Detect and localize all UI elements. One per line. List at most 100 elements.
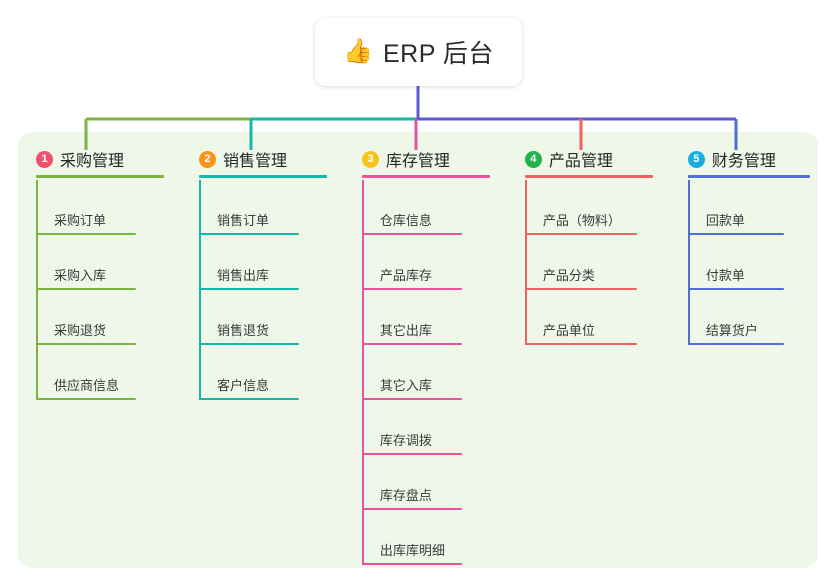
menu-item-label: 供应商信息: [54, 378, 120, 393]
column-title: 采购管理: [60, 153, 125, 170]
menu-item-rule: [524, 288, 637, 290]
column-1: 1 采购管理采购订单采购入库采购退货供应商信息: [18, 132, 181, 568]
menu-item-rule: [361, 508, 462, 510]
column-title: 库存管理: [385, 153, 450, 170]
menu-item[interactable]: 出库库明细: [361, 510, 507, 565]
menu-item-label: 产品库存: [379, 268, 432, 283]
menu-item-rule: [361, 398, 462, 400]
menu-item-label: 库存盘点: [379, 488, 432, 503]
column-items-2: 销售订单销售出库销售退货客户信息: [198, 180, 344, 400]
menu-item[interactable]: 其它出库: [361, 290, 507, 345]
column-title: 财务管理: [711, 153, 776, 170]
menu-item-label: 付款单: [705, 268, 745, 283]
menu-item-rule: [524, 343, 637, 345]
menu-item[interactable]: 产品（物料）: [524, 180, 670, 235]
menu-item-rule: [687, 288, 784, 290]
menu-item[interactable]: 仓库信息: [361, 180, 507, 235]
column-3: 3 库存管理仓库信息产品库存其它出库其它入库库存调拨库存盘点出库库明细: [344, 132, 507, 568]
column-number-badge: 3: [361, 150, 379, 168]
menu-item[interactable]: 产品分类: [524, 235, 670, 290]
menu-item-label: 销售退货: [216, 323, 269, 338]
menu-item[interactable]: 结算货户: [687, 290, 818, 345]
column-spine: [687, 180, 690, 345]
menu-item[interactable]: 付款单: [687, 235, 818, 290]
column-header-3[interactable]: 3 库存管理: [361, 132, 507, 178]
menu-item[interactable]: 采购退货: [36, 290, 181, 345]
column-title: 产品管理: [548, 153, 613, 170]
column-header-rule: [198, 175, 327, 178]
menu-item-label: 采购入库: [54, 268, 107, 283]
column-title: 销售管理: [222, 153, 287, 170]
diagram-panel: [18, 132, 818, 568]
menu-item[interactable]: 客户信息: [198, 345, 344, 400]
menu-item-label: 仓库信息: [379, 213, 432, 228]
menu-item-rule: [361, 453, 462, 455]
menu-item[interactable]: 其它入库: [361, 345, 507, 400]
menu-item-label: 销售订单: [216, 213, 269, 228]
menu-item[interactable]: 采购入库: [36, 235, 181, 290]
menu-item[interactable]: 采购订单: [36, 180, 181, 235]
column-spine: [524, 180, 527, 345]
menu-item[interactable]: 产品库存: [361, 235, 507, 290]
menu-item-rule: [361, 233, 462, 235]
column-header-4[interactable]: 4 产品管理: [524, 132, 670, 178]
menu-item[interactable]: 产品单位: [524, 290, 670, 345]
menu-item-label: 回款单: [705, 213, 745, 228]
columns-container: 1 采购管理采购订单采购入库采购退货供应商信息 2 销售管理销售订单销售出库销售退货客…: [18, 132, 818, 568]
menu-item[interactable]: 销售退货: [198, 290, 344, 345]
menu-item-rule: [198, 343, 299, 345]
menu-item-rule: [36, 288, 136, 290]
column-header-2[interactable]: 2 销售管理: [198, 132, 344, 178]
menu-item[interactable]: 销售订单: [198, 180, 344, 235]
column-number-badge: 4: [524, 150, 542, 168]
column-spine: [361, 180, 364, 565]
column-header-rule: [524, 175, 653, 178]
menu-item-label: 其它出库: [379, 323, 432, 338]
column-number-badge: 2: [198, 150, 216, 168]
menu-item[interactable]: 供应商信息: [36, 345, 181, 400]
menu-item-label: 产品单位: [542, 323, 595, 338]
menu-item-label: 采购退货: [54, 323, 107, 338]
menu-item-rule: [361, 563, 462, 565]
menu-item-label: 出库库明细: [379, 543, 445, 558]
column-2: 2 销售管理销售订单销售出库销售退货客户信息: [181, 132, 344, 568]
menu-item-rule: [198, 288, 299, 290]
menu-item-rule: [524, 233, 637, 235]
column-number-badge: 5: [687, 150, 705, 168]
column-header-rule: [687, 175, 810, 178]
column-header-1[interactable]: 1 采购管理: [36, 132, 181, 178]
column-items-1: 采购订单采购入库采购退货供应商信息: [36, 180, 181, 400]
menu-item[interactable]: 库存调拨: [361, 400, 507, 455]
menu-item-rule: [361, 343, 462, 345]
column-header-rule: [36, 175, 164, 178]
menu-item-rule: [687, 343, 784, 345]
menu-item-rule: [198, 233, 299, 235]
column-items-3: 仓库信息产品库存其它出库其它入库库存调拨库存盘点出库库明细: [361, 180, 507, 565]
menu-item-label: 产品分类: [542, 268, 595, 283]
menu-item-label: 销售出库: [216, 268, 269, 283]
column-header-5[interactable]: 5 财务管理: [687, 132, 818, 178]
menu-item-label: 其它入库: [379, 378, 432, 393]
menu-item-rule: [198, 398, 299, 400]
menu-item-rule: [36, 343, 136, 345]
root-title-card: 👍 ERP 后台: [315, 18, 522, 86]
thumbs-up-icon: 👍: [343, 38, 373, 65]
column-items-4: 产品（物料） 产品分类产品单位: [524, 180, 670, 345]
menu-item-label: 库存调拨: [379, 433, 432, 448]
menu-item-rule: [361, 288, 462, 290]
menu-item[interactable]: 库存盘点: [361, 455, 507, 510]
menu-item-label: 结算货户: [705, 323, 758, 338]
column-4: 4 产品管理产品（物料） 产品分类产品单位: [507, 132, 670, 568]
column-header-rule: [361, 175, 490, 178]
menu-item-label: 客户信息: [216, 378, 269, 393]
column-spine: [36, 180, 38, 400]
column-spine: [198, 180, 201, 400]
menu-item-label: 采购订单: [54, 213, 107, 228]
page-title: ERP 后台: [382, 40, 494, 68]
menu-item[interactable]: 销售出库: [198, 235, 344, 290]
menu-item[interactable]: 回款单: [687, 180, 818, 235]
column-items-5: 回款单付款单结算货户: [687, 180, 818, 345]
column-number-badge: 1: [36, 150, 53, 168]
menu-item-rule: [36, 398, 136, 400]
column-5: 5 财务管理回款单付款单结算货户: [670, 132, 818, 568]
